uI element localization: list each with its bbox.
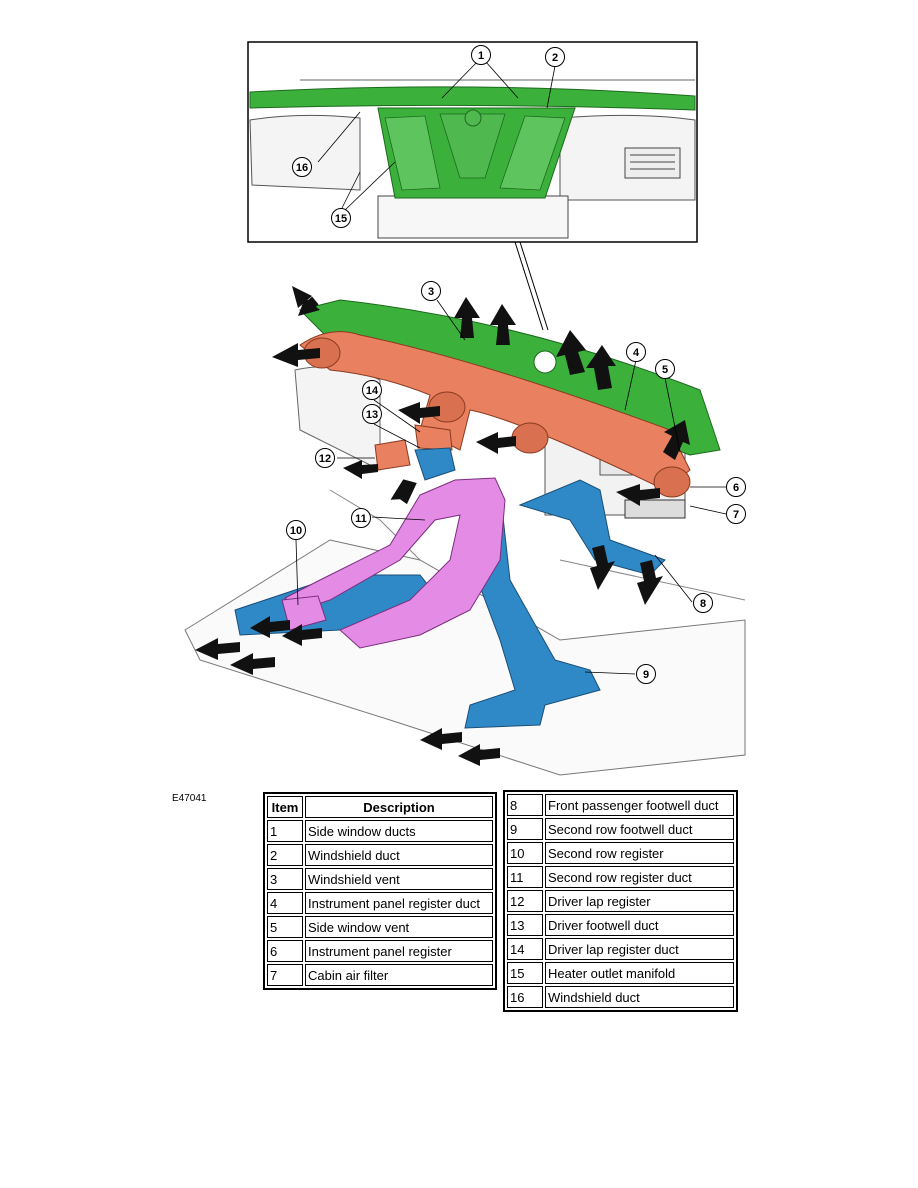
item-description: Driver footwell duct (545, 914, 734, 936)
item-column-header: Item (267, 796, 303, 818)
callout-label: 14 (366, 385, 379, 397)
callout-15: 15 (331, 208, 351, 228)
callout-label: 15 (335, 213, 347, 225)
callout-label: 11 (355, 513, 367, 525)
item-description: Second row footwell duct (545, 818, 734, 840)
item-description: Driver lap register (545, 890, 734, 912)
driver-footwell-duct (414, 447, 456, 481)
callout-4: 4 (626, 342, 646, 362)
leader-lines (295, 61, 727, 675)
callout-5: 5 (655, 359, 675, 379)
item-description: Front passenger footwell duct (545, 794, 734, 816)
front-passenger-footwell-duct (518, 479, 666, 576)
item-number: 11 (507, 866, 543, 888)
item-description: Side window vent (305, 916, 493, 938)
item-number: 12 (507, 890, 543, 912)
item-number: 1 (267, 820, 303, 842)
item-description: Second row register (545, 842, 734, 864)
item-description: Cabin air filter (305, 964, 493, 986)
callout-label: 13 (366, 409, 378, 421)
item-description: Side window ducts (305, 820, 493, 842)
callout-13: 13 (362, 404, 382, 424)
item-description: Heater outlet manifold (545, 962, 734, 984)
callout-label: 3 (428, 286, 434, 298)
item-number: 15 (507, 962, 543, 984)
callout-6: 6 (726, 477, 746, 497)
callout-16: 16 (292, 157, 312, 177)
airflow-arrows (195, 286, 690, 766)
item-description: Driver lap register duct (545, 938, 734, 960)
item-number: 8 (507, 794, 543, 816)
callout-2: 2 (545, 47, 565, 67)
item-number: 2 (267, 844, 303, 866)
callout-14: 14 (362, 380, 382, 400)
item-description: Second row register duct (545, 866, 734, 888)
callout-label: 6 (733, 482, 739, 494)
item-description: Instrument panel register (305, 940, 493, 962)
windshield-duct-inset (249, 86, 696, 111)
item-number: 7 (267, 964, 303, 986)
callout-label: 16 (296, 162, 308, 174)
callout-label: 8 (700, 598, 706, 610)
item-number: 10 (507, 842, 543, 864)
item-description: Windshield duct (305, 844, 493, 866)
callout-label: 1 (478, 50, 484, 62)
item-number: 4 (267, 892, 303, 914)
callout-8: 8 (693, 593, 713, 613)
item-number: 3 (267, 868, 303, 890)
second-row-register (281, 595, 327, 631)
detail-inset (247, 41, 698, 243)
callout-12: 12 (315, 448, 335, 468)
callout-label: 10 (290, 525, 302, 537)
description-column-header: Description (305, 796, 493, 818)
callout-10: 10 (286, 520, 306, 540)
main-view (184, 286, 746, 776)
legend-header-row: Item Description (267, 796, 493, 818)
item-number: 6 (267, 940, 303, 962)
callout-label: 7 (733, 509, 739, 521)
callout-3: 3 (421, 281, 441, 301)
item-number: 14 (507, 938, 543, 960)
callout-7: 7 (726, 504, 746, 524)
item-number: 16 (507, 986, 543, 1008)
item-description: Instrument panel register duct (305, 892, 493, 914)
callout-label: 4 (633, 347, 640, 359)
callout-label: 9 (643, 669, 649, 681)
callout-label: 2 (552, 52, 558, 64)
item-description: Windshield duct (545, 986, 734, 1008)
item-number: 9 (507, 818, 543, 840)
callout-11: 11 (351, 508, 371, 528)
callout-label: 5 (662, 364, 668, 376)
item-description: Windshield vent (305, 868, 493, 890)
item-number: 5 (267, 916, 303, 938)
callout-1: 1 (471, 45, 491, 65)
item-number: 13 (507, 914, 543, 936)
figure-code: E47041 (172, 793, 207, 804)
callout-9: 9 (636, 664, 656, 684)
callout-label: 12 (319, 453, 331, 465)
